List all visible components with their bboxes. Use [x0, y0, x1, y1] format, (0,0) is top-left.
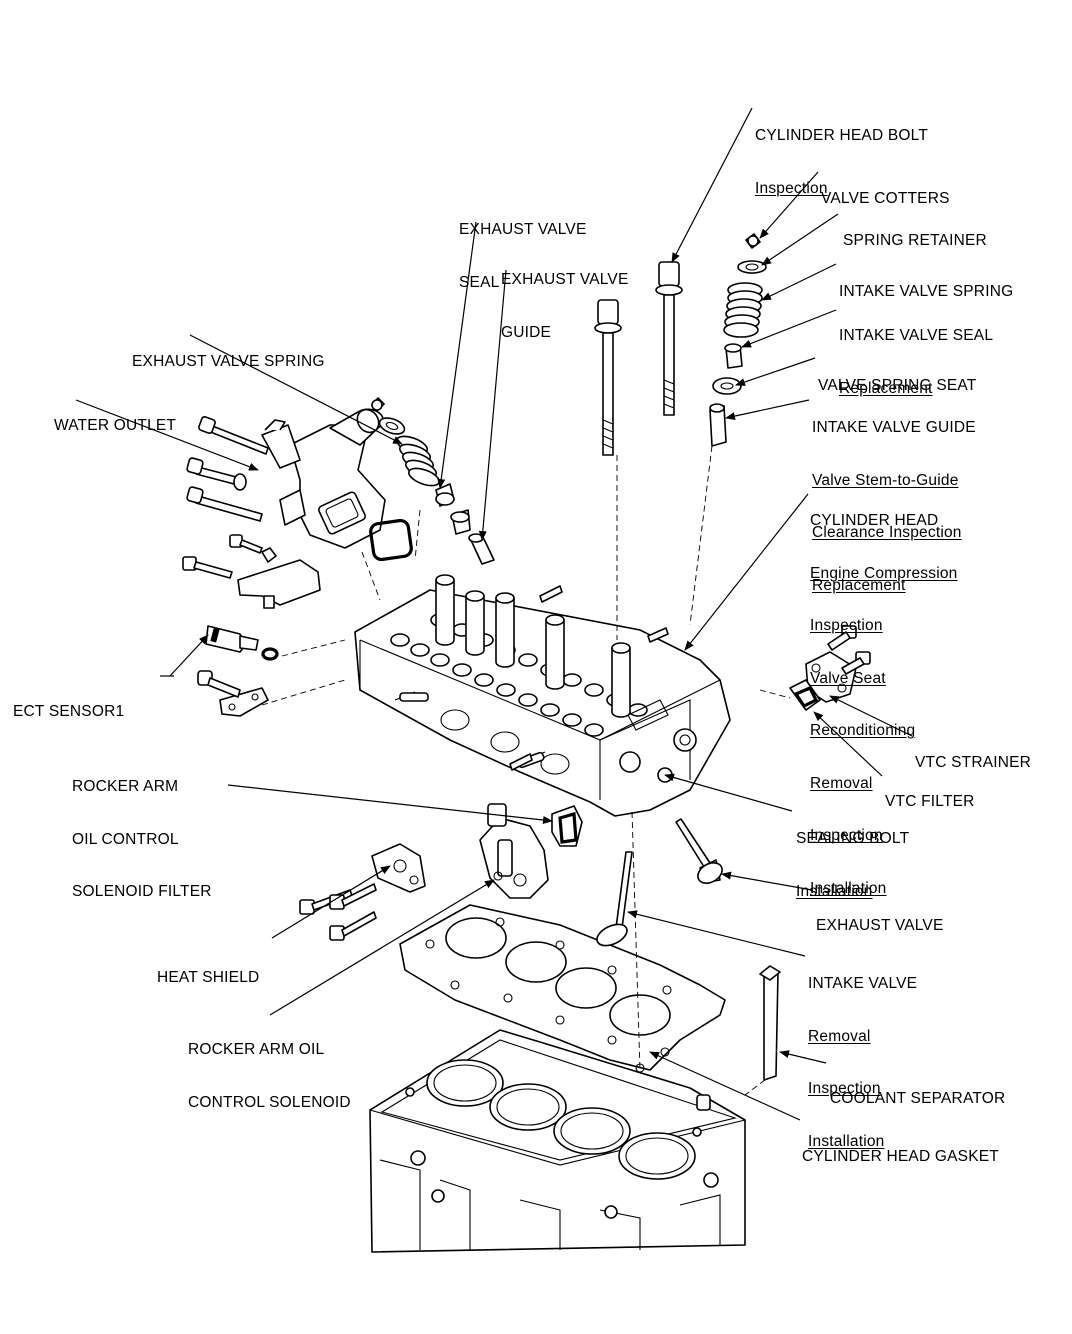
link-inspection[interactable]: Inspection [755, 179, 828, 197]
label-cylinder-head: CYLINDER HEAD Engine Compression Inspect… [810, 477, 957, 915]
assembly-lines [261, 445, 791, 1096]
water-outlet-bolts [186, 416, 269, 522]
label-title: ECT SENSOR1 [13, 703, 125, 720]
sensor-bracket [182, 534, 321, 609]
label-line: GUIDE [501, 323, 552, 341]
cylinder-head-gasket [399, 904, 726, 1073]
label-cylinder-head-bolt: CYLINDER HEAD BOLT Inspection [755, 92, 928, 215]
label-line: SOLENOID FILTER [72, 883, 212, 900]
label-intake-valve-seal: INTAKE VALVE SEAL Replacement [839, 292, 993, 415]
water-outlet-assembly [186, 408, 386, 549]
label-spring-retainer: SPRING RETAINER [843, 197, 987, 267]
link-clearance-inspection[interactable]: Clearance Inspection [812, 524, 962, 541]
label-title: VTC STRAINER [915, 754, 1032, 771]
cylinder-head [354, 574, 731, 817]
label-title: EXHAUST VALVE [816, 917, 944, 934]
link-replacement[interactable]: Replacement [839, 379, 933, 397]
label-vtc-strainer: VTC STRAINER [915, 719, 1031, 789]
label-title: INTAKE VALVE SEAL [839, 327, 994, 344]
link-valve-stem-to-guide[interactable]: Valve Stem-to-Guide [812, 471, 959, 489]
cylinder-head-bolts [594, 261, 683, 456]
label-title: INTAKE VALVE [808, 975, 918, 992]
engine-block [369, 1029, 746, 1253]
label-title: SPRING RETAINER [843, 232, 987, 249]
label-title: CYLINDER HEAD [810, 512, 939, 529]
link-installation[interactable]: Installation [796, 882, 873, 900]
label-line: CONTROL SOLENOID [188, 1093, 351, 1111]
label-vtc-filter: VTC FILTER [885, 758, 975, 828]
exhaust-valve-parts [371, 397, 495, 565]
label-heat-shield: HEAT SHIELD [157, 934, 259, 1004]
label-exhaust-valve-seal: EXHAUST VALVE SEAL [459, 186, 587, 309]
link-reconditioning[interactable]: Reconditioning [810, 722, 916, 739]
exhaust-valve [675, 818, 723, 884]
label-sealing-bolt: SEALING BOLT Installation [796, 795, 909, 918]
label-cylinder-head-gasket: CYLINDER HEAD GASKET [802, 1113, 999, 1183]
link-removal[interactable]: Removal [808, 1027, 871, 1045]
leader-lines [75, 107, 913, 1121]
label-intake-valve: INTAKE VALVE Removal Inspection Installa… [808, 940, 917, 1168]
label-title: CYLINDER HEAD BOLT [755, 127, 928, 144]
label-ect-sensor: ECT SENSOR1 [13, 668, 124, 738]
label-title: VALVE SPRING SEAT [818, 377, 977, 394]
intake-valve-spring-coils [723, 282, 763, 338]
label-title: VALVE COTTERS [821, 190, 950, 207]
link-replacement[interactable]: Replacement [812, 576, 906, 594]
head-valve-guides [435, 574, 631, 718]
link-inspection[interactable]: Inspection [808, 1080, 881, 1097]
label-title: HEAT SHIELD [157, 969, 260, 986]
label-title: CYLINDER HEAD GASKET [802, 1148, 999, 1165]
link-inspection-2[interactable]: Inspection [810, 827, 883, 844]
label-rocker-arm-oil-control-solenoid: ROCKER ARM OIL CONTROL SOLENOID [188, 1006, 351, 1129]
heat-shield [299, 843, 426, 941]
coolant-separator [759, 965, 781, 1081]
link-installation[interactable]: Installation [810, 879, 887, 897]
link-valve-seat[interactable]: Valve Seat [810, 669, 886, 687]
link-engine-compression[interactable]: Engine Compression [810, 564, 958, 582]
link-inspection[interactable]: Inspection [810, 617, 883, 634]
label-exhaust-valve-guide: EXHAUST VALVE GUIDE [501, 236, 629, 359]
label-coolant-separator: COOLANT SEPARATOR [830, 1055, 1005, 1125]
label-line: ROCKER ARM OIL [188, 1041, 325, 1058]
rocker-arm-oil-control-solenoid [479, 803, 549, 899]
link-removal[interactable]: Removal [810, 774, 873, 792]
label-valve-spring-seat: VALVE SPRING SEAT [818, 342, 976, 412]
label-intake-valve-spring: INTAKE VALVE SPRING [839, 248, 1013, 318]
exhaust-valve-spring-coils [395, 435, 441, 487]
label-title: SEALING BOLT [796, 830, 910, 847]
label-valve-cotters: VALVE COTTERS [821, 155, 950, 225]
label-water-outlet: WATER OUTLET [54, 382, 176, 452]
ect-sensor [205, 625, 279, 661]
vtc-filter [789, 679, 821, 711]
label-line: OIL CONTROL [72, 830, 179, 848]
label-line: ROCKER ARM [72, 778, 179, 795]
label-title: EXHAUST VALVE SPRING [132, 353, 325, 370]
label-title: INTAKE VALVE SPRING [839, 283, 1014, 300]
intake-valve [596, 851, 633, 947]
link-installation[interactable]: Installation [808, 1132, 885, 1150]
vtc-strainer-assembly [805, 625, 871, 703]
label-title: WATER OUTLET [54, 417, 177, 434]
label-exhaust-valve-spring: EXHAUST VALVE SPRING [132, 318, 325, 388]
head-studs [509, 585, 669, 771]
rocker-filter [551, 805, 583, 847]
label-title: COOLANT SEPARATOR [830, 1090, 1006, 1107]
label-title: INTAKE VALVE GUIDE [812, 419, 976, 436]
label-line: SEAL [459, 273, 500, 291]
label-rocker-arm-oil-control-solenoid-filter: ROCKER ARM OIL CONTROL SOLENOID FILTER [72, 743, 212, 918]
water-outlet-gasket [369, 518, 413, 562]
intake-valve-parts [709, 233, 767, 447]
label-exhaust-valve: EXHAUST VALVE [816, 882, 944, 952]
label-line: EXHAUST VALVE [501, 271, 629, 288]
label-intake-valve-guide: INTAKE VALVE GUIDE Valve Stem-to-Guide C… [812, 384, 976, 612]
lower-bracket [197, 670, 269, 717]
label-line: EXHAUST VALVE [459, 221, 587, 238]
label-title: VTC FILTER [885, 793, 975, 810]
